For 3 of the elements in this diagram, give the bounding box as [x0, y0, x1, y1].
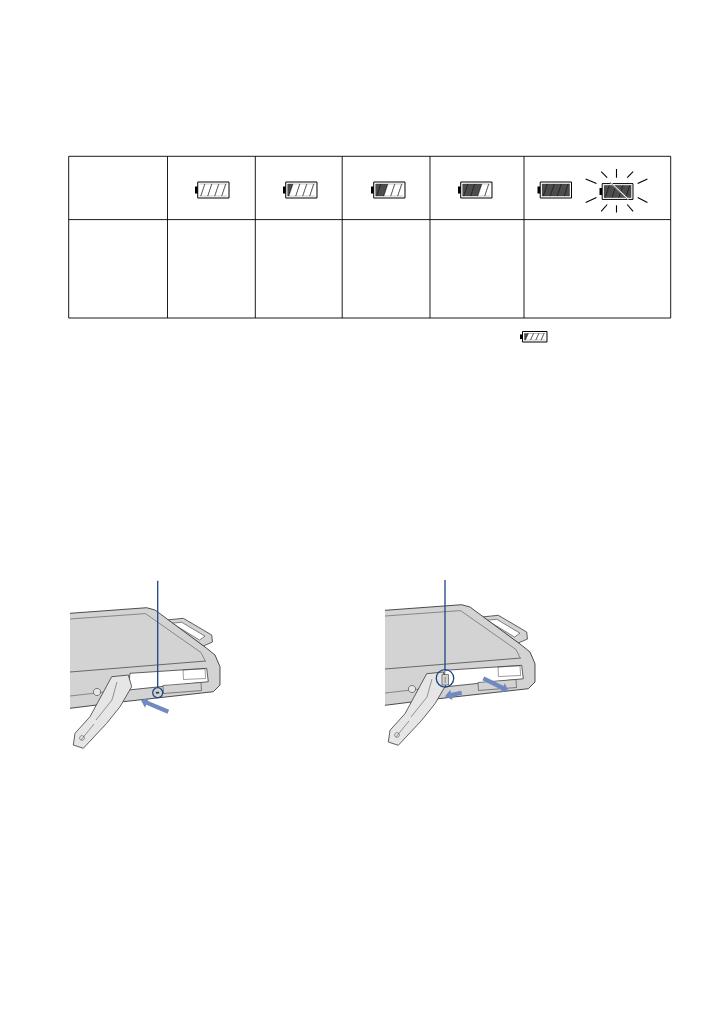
- leader-line: [157, 580, 159, 688]
- leader-line: [444, 579, 446, 670]
- highlight-circle: [435, 668, 455, 688]
